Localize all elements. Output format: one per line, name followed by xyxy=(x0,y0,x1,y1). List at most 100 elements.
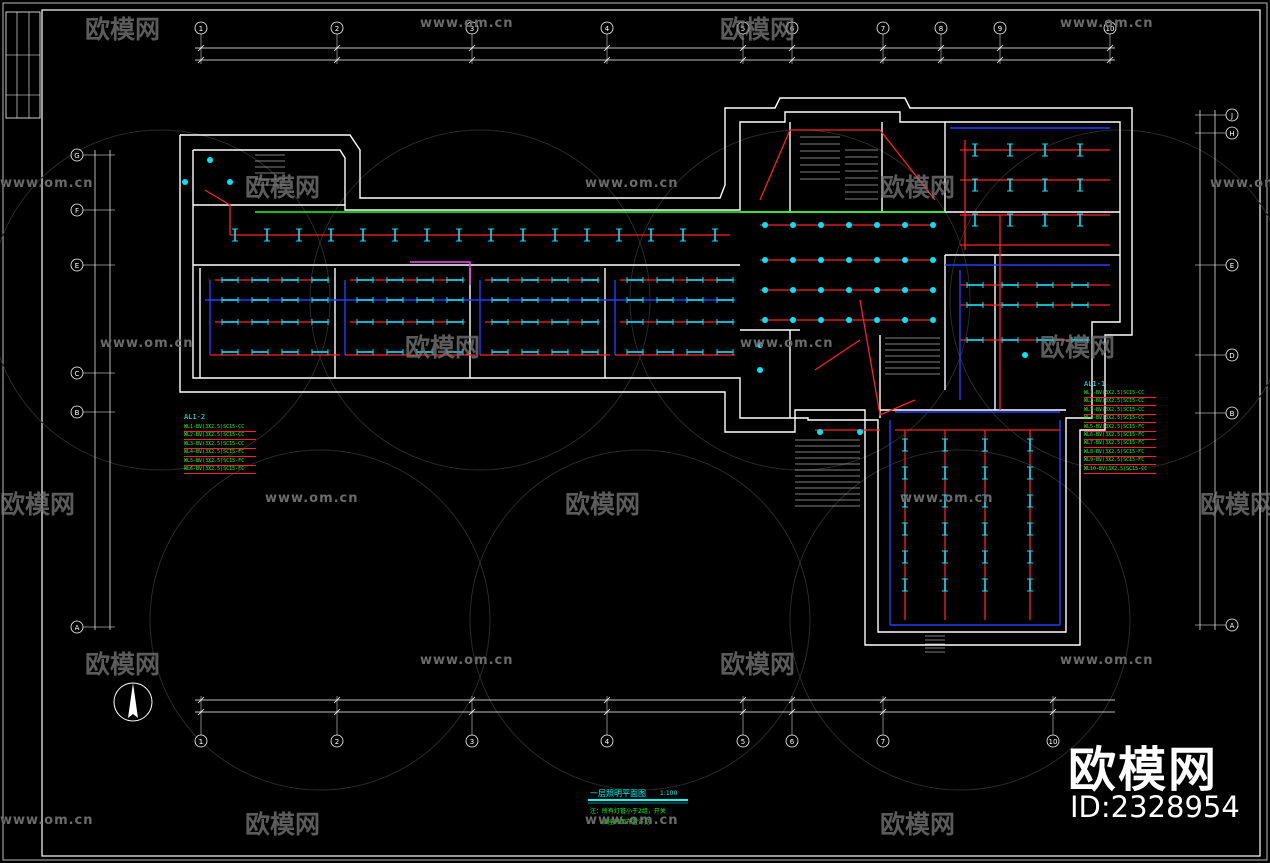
legend-row-underline xyxy=(1084,439,1156,440)
legend-row: WL3-BV(3X2.5)SC15-CC xyxy=(184,440,245,447)
ceiling-lamp xyxy=(762,222,768,228)
ceiling-lamp xyxy=(182,179,188,185)
axis-label: 1 xyxy=(199,25,203,33)
ceiling-lamp xyxy=(874,257,880,263)
wire xyxy=(814,339,861,371)
wire xyxy=(204,189,231,235)
ceiling-lamp xyxy=(227,179,233,185)
axis-label: B xyxy=(75,409,80,417)
watermark-url: www.om.cn xyxy=(585,813,679,828)
legend-row-underline xyxy=(1084,397,1156,398)
drawing-title: 一层照明平面图 xyxy=(590,789,646,798)
watermark-url: www.om.cn xyxy=(0,176,94,191)
ceiling-lamp xyxy=(902,287,908,293)
ceiling-lamp xyxy=(846,287,852,293)
ceiling-lamp xyxy=(930,317,936,323)
watermark-url: www.om.cn xyxy=(100,336,194,351)
watermark-url: www.om.cn xyxy=(420,16,514,31)
axis-label: 4 xyxy=(605,25,610,33)
legend-row-underline xyxy=(1084,405,1156,407)
watermark-logo: 欧模网 xyxy=(1200,490,1270,519)
axis-label: H xyxy=(1229,130,1234,138)
watermark-logo: 欧模网 xyxy=(245,810,321,839)
ceiling-lamp xyxy=(762,257,768,263)
ceiling-lamp xyxy=(818,317,824,323)
north-arrow-icon xyxy=(113,682,153,722)
brand-watermark: 欧模网 xyxy=(1068,742,1219,798)
ceiling-lamp xyxy=(846,222,852,228)
axis-label: 7 xyxy=(881,25,885,33)
wire xyxy=(759,129,791,201)
axis-label: 6 xyxy=(790,738,795,746)
building-walls xyxy=(179,97,1133,646)
drawing-scale: 1:100 xyxy=(660,790,678,797)
ceiling-lamp xyxy=(790,222,796,228)
legend-row-underline xyxy=(1084,422,1156,424)
watermark-logo: 欧模网 xyxy=(0,490,76,519)
axis-label: D xyxy=(1229,352,1234,360)
watermark-url: www.om.cn xyxy=(740,336,834,351)
watermark-url: www.om.cn xyxy=(0,813,94,828)
ceiling-lamp xyxy=(902,257,908,263)
model-id: ID:2328954 xyxy=(1070,790,1240,824)
axis-label: 10 xyxy=(1049,738,1058,746)
axis-label: 3 xyxy=(470,25,474,33)
ceiling-lamp xyxy=(874,317,880,323)
ceiling-lamp xyxy=(930,287,936,293)
watermark-logo: 欧模网 xyxy=(565,490,641,519)
ceiling-lamp xyxy=(846,257,852,263)
ceiling-lamp xyxy=(846,317,852,323)
legend-row-underline xyxy=(184,473,256,474)
ceiling-lamp xyxy=(790,257,796,263)
ceiling-lamp xyxy=(762,287,768,293)
watermark-logo: 欧模网 xyxy=(405,333,481,362)
ceiling-lamp xyxy=(857,429,863,435)
legend-row-underline xyxy=(184,456,256,458)
legend-row-underline xyxy=(1084,464,1156,466)
legend-right-title: AL1-1 xyxy=(1084,380,1106,388)
watermark-logo: 欧模网 xyxy=(245,173,321,202)
legend-row: WL3-BV(3X2.5)SC15-CC xyxy=(1084,406,1145,413)
legend-row-underline xyxy=(1084,413,1156,415)
axis-label: B xyxy=(1230,410,1235,418)
axis-label: 10 xyxy=(1106,25,1115,33)
legend-row-underline xyxy=(1084,455,1156,457)
axis-label: E xyxy=(75,262,79,270)
legend-row-underline xyxy=(184,439,256,441)
ceiling-lamp xyxy=(902,222,908,228)
watermark-url: www.om.cn xyxy=(900,491,994,506)
axis-label: 1 xyxy=(199,738,203,746)
note-line-1: 注：所有灯管小于2组，开关 xyxy=(590,808,666,815)
axis-label: 5 xyxy=(741,25,745,33)
legend-row-underline xyxy=(184,447,256,449)
watermark-logo: 欧模网 xyxy=(1040,333,1116,362)
axis-label: G xyxy=(74,152,79,160)
binding-strip xyxy=(5,11,41,119)
legend-row: WL2-BV(3X2.5)SC15-CC xyxy=(184,432,245,439)
wire xyxy=(410,261,471,285)
ceiling-lamp xyxy=(874,287,880,293)
watermark-logo: 欧模网 xyxy=(85,650,161,679)
legend-row: WL1-BV(3X2.5)SC15-CC xyxy=(1084,390,1145,396)
inner-frame xyxy=(41,9,1261,857)
ceiling-lamp xyxy=(207,157,213,163)
note-line-2: 插座平面布置详见 xyxy=(590,819,651,826)
legend-row: WL4-BV(3X2.5)SC15-CC xyxy=(1084,415,1145,422)
legend-row: WL10-BV(3X2.5)SC15-CC xyxy=(1084,465,1148,472)
watermark-url: www.om.cn xyxy=(1210,176,1270,191)
axis-label: 4 xyxy=(605,738,610,746)
ceiling-lamp xyxy=(902,317,908,323)
axis-label: 6 xyxy=(790,25,795,33)
axis-label: 8 xyxy=(939,25,943,33)
axis-label: 2 xyxy=(335,25,339,33)
axis-label: 2 xyxy=(335,738,339,746)
legend-row: WL1-BV(3X2.5)SC15-CC xyxy=(184,424,245,430)
legend-row: WL6-BV(3X2.5)SC15-FC xyxy=(184,466,245,472)
watermark-logo: 欧模网 xyxy=(880,173,956,202)
axis-label: E xyxy=(1230,262,1234,270)
legend-row: WL5-BV(3X2.5)SC15-FC xyxy=(184,457,245,464)
watermark-url: www.om.cn xyxy=(420,653,514,668)
legend-left-title: AL1-2 xyxy=(184,413,206,421)
